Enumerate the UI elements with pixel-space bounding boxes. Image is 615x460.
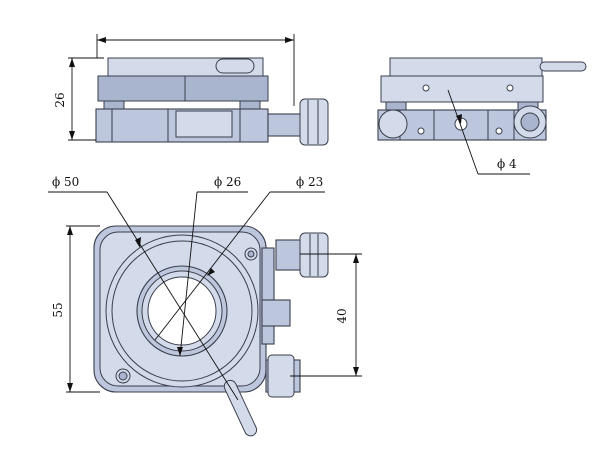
front-view-top-plate-body xyxy=(380,75,544,103)
spacing-40-label: 40 xyxy=(335,308,349,323)
front-view: ϕ 4 xyxy=(377,57,587,175)
top-view-middle-post xyxy=(261,299,291,327)
side-view-foot-left xyxy=(103,100,125,110)
side-view-screw-knob xyxy=(299,98,329,146)
front-view-hole-right xyxy=(506,84,514,92)
side-view: 26 xyxy=(53,34,329,146)
height-26-label: 26 xyxy=(53,92,67,107)
top-view-lever-arm xyxy=(223,379,258,437)
phi-4-label: ϕ 4 xyxy=(497,157,517,171)
top-view-side-bracket xyxy=(261,247,275,345)
side-view-base-window xyxy=(175,110,233,138)
top-view-upper-screw-knob xyxy=(299,232,329,278)
side-view-top-plate-band xyxy=(97,75,269,102)
phi-26-label: ϕ 26 xyxy=(214,175,241,189)
phi-50-label: ϕ 50 xyxy=(52,175,79,189)
front-view-lever xyxy=(539,61,587,72)
phi-4-leader xyxy=(447,89,479,175)
front-view-knob-left xyxy=(378,109,408,139)
side-view-foot-right xyxy=(239,100,261,110)
side-view-slot xyxy=(215,58,255,74)
top-view: ϕ 50 ϕ 26 ϕ 23 55 40 xyxy=(48,175,362,437)
height-55-label: 55 xyxy=(51,302,65,317)
side-view-screw-shaft xyxy=(267,113,303,137)
phi-23-label: ϕ 23 xyxy=(296,175,323,189)
front-view-hole-left xyxy=(422,84,430,92)
